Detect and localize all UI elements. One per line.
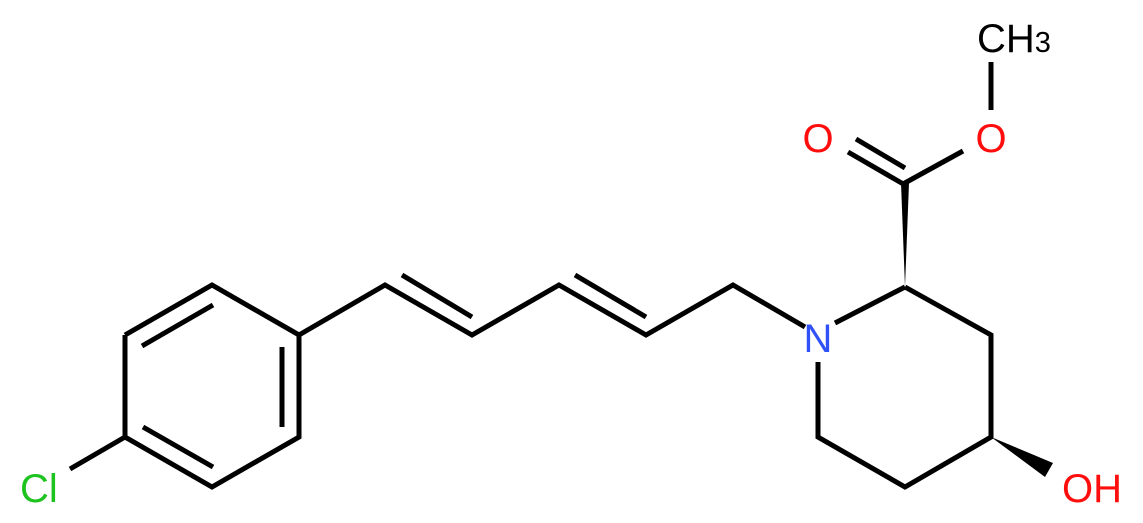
piperidine-ring [815, 284, 994, 490]
ester-oxygen-label: O [975, 117, 1006, 161]
aromatic-double-bond [140, 302, 215, 349]
chain-double-bond [400, 272, 474, 320]
carbonyl-double-bond [854, 136, 907, 171]
benzene-ring-bonds [122, 282, 302, 490]
pentadienyl-chain [297, 272, 807, 338]
nitrogen-label: N [804, 317, 833, 361]
methyl-subscript: 3 [1035, 27, 1051, 59]
wedge-bond [901, 183, 909, 287]
hydroxyl-group [991, 437, 1053, 477]
chain-double-bond [573, 272, 648, 320]
carbonyl-oxygen-label: O [802, 117, 833, 161]
ring-bonds [815, 284, 994, 490]
methyl-text: CH [977, 17, 1035, 61]
aromatic-double-bond [141, 424, 215, 470]
hydroxyl-label: OH [1062, 467, 1122, 511]
carbonyl-double-bond [846, 149, 907, 188]
ester-group [846, 62, 994, 287]
n-c2-bond [833, 284, 907, 326]
chlorine-label: Cl [20, 467, 58, 511]
methyl-label: CH3 [977, 17, 1051, 61]
chain-bonds [297, 282, 807, 338]
chlorophenyl-ring [68, 282, 302, 490]
c-cl-bond [68, 434, 127, 472]
c-o-ester-bond [901, 148, 965, 187]
wedge-bond [991, 437, 1053, 477]
